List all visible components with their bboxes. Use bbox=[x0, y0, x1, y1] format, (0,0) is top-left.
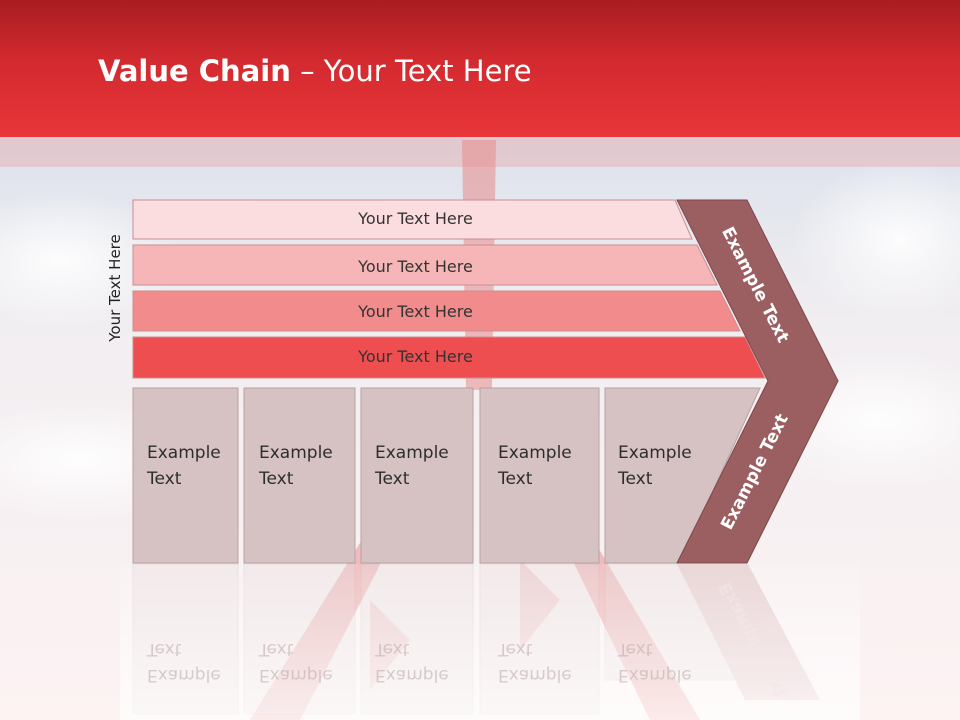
row-1-label: Your Text Here bbox=[358, 209, 473, 228]
box-2-shape bbox=[243, 387, 356, 564]
row-3-shape bbox=[132, 290, 741, 332]
row-4-shape bbox=[132, 336, 766, 379]
slide-title: Value Chain – Your Text Here bbox=[98, 54, 532, 88]
title-banner bbox=[0, 0, 960, 137]
side-label: Your Text Here bbox=[106, 234, 124, 342]
row-4-label: Your Text Here bbox=[358, 347, 473, 366]
chevron-shape bbox=[676, 199, 839, 564]
title-rest: – Your Text Here bbox=[290, 54, 532, 88]
box-3-shape bbox=[360, 387, 474, 564]
row-2-label: Your Text Here bbox=[358, 257, 473, 276]
title-bold: Value Chain bbox=[98, 54, 291, 88]
row-2-shape bbox=[132, 244, 718, 286]
row-3-label: Your Text Here bbox=[358, 302, 473, 321]
row-1-shape bbox=[132, 199, 693, 240]
box-4-shape bbox=[479, 387, 600, 564]
box-1-shape bbox=[132, 387, 239, 564]
